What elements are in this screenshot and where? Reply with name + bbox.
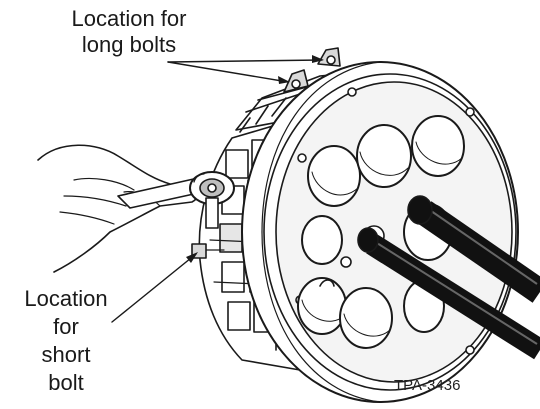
cable-icon bbox=[407, 195, 540, 303]
port-cap-icon bbox=[297, 277, 347, 335]
leader-lines bbox=[111, 59, 323, 323]
ratchet-wrench-icon bbox=[117, 171, 235, 229]
port-cap-icon bbox=[307, 145, 361, 207]
figure-code: TPA-3436 bbox=[394, 377, 461, 394]
port-cap-icon bbox=[339, 287, 393, 349]
long-bolts-label-line: long bolts bbox=[81, 32, 177, 57]
long-bolts-label: Location for long bolts bbox=[38, 6, 220, 58]
long-bolt-location-icon bbox=[283, 47, 341, 93]
leader-line-long-bolt-2 bbox=[167, 59, 323, 63]
leader-line-long-bolt-1 bbox=[167, 61, 289, 83]
long-bolts-label-line: Location for bbox=[71, 6, 187, 31]
short-bolt-label: Location for short bolt bbox=[6, 285, 126, 397]
short-bolt-label-line: bolt bbox=[48, 370, 84, 395]
cable-icon bbox=[357, 227, 540, 360]
short-bolt-label-line: for bbox=[53, 314, 79, 339]
short-bolt-label-line: Location bbox=[24, 286, 108, 311]
port-cap-icon bbox=[411, 115, 465, 177]
port-cap-icon bbox=[356, 124, 412, 188]
leader-line-short-bolt bbox=[111, 253, 197, 323]
short-bolt-label-line: short bbox=[41, 342, 91, 367]
leader-arrowheads bbox=[186, 55, 324, 263]
port-cap-icon bbox=[301, 215, 343, 265]
hand-icon bbox=[37, 144, 198, 273]
